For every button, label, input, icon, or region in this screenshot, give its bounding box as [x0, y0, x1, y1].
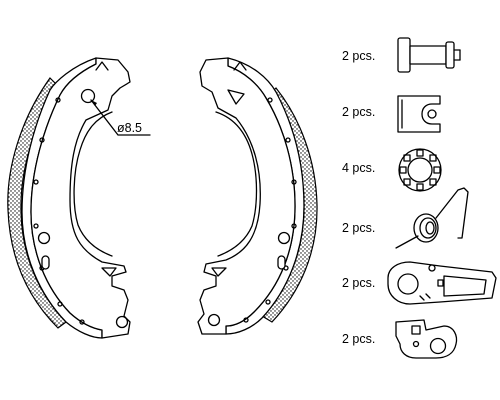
dimension-label: ø8.5 [117, 121, 142, 135]
right-triangle-hole [227, 89, 245, 105]
left-rivets [33, 97, 85, 325]
parts-list: 2 pcs. 2 pcs. 4 pcs. [342, 37, 497, 359]
part-quantity: 4 pcs. [342, 161, 375, 175]
right-notch-mid [211, 267, 227, 277]
spring-icon [395, 187, 469, 249]
dimension-arrow [91, 100, 97, 106]
part-quantity: 2 pcs. [342, 105, 375, 119]
retainer-cup-icon [398, 148, 442, 192]
right-hole-bottom [207, 313, 221, 327]
left-brake-shoe: ø8.5 [7, 57, 151, 339]
left-slot [41, 255, 50, 270]
pin-icon [397, 37, 461, 73]
part-quantity: 2 pcs. [342, 276, 375, 290]
clip-icon [397, 95, 441, 133]
left-notch-top [95, 61, 109, 71]
left-shoe-cutout [73, 111, 113, 257]
part-quantity: 2 pcs. [342, 49, 375, 63]
right-shoe-cutout [215, 111, 258, 257]
right-rivets [243, 97, 297, 323]
left-hole-bottom [115, 315, 129, 329]
left-hole-mid [37, 231, 51, 245]
part-quantity: 2 pcs. [342, 332, 375, 346]
bracket-icon [395, 319, 458, 359]
part-quantity: 2 pcs. [342, 221, 375, 235]
adjuster-lever-icon [387, 261, 497, 305]
right-notch-top [233, 61, 247, 71]
right-brake-shoe [197, 57, 318, 335]
right-slot [277, 255, 286, 270]
right-shoe-web [197, 57, 296, 335]
dimension-leader [90, 99, 151, 136]
right-hole-mid [277, 231, 291, 245]
pin-hole [80, 88, 96, 104]
left-notch-mid [101, 267, 117, 277]
